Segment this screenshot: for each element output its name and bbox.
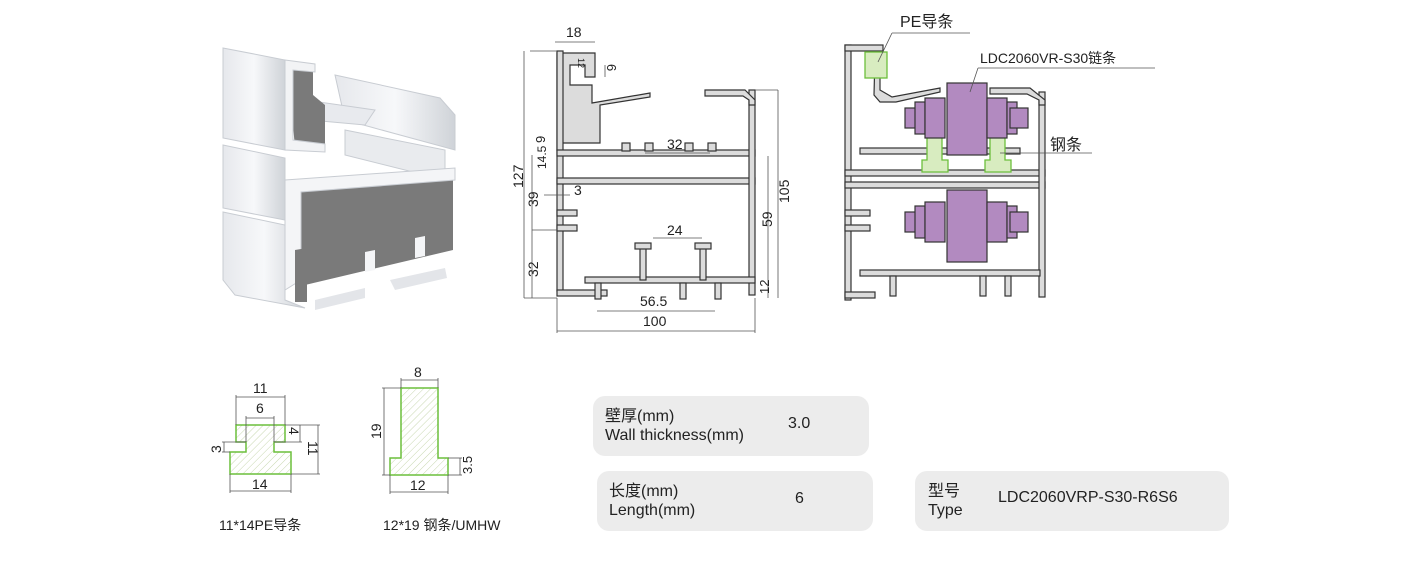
callout-pe-guide: PE导条 [900,13,953,31]
dimension-drawing: 18 12 6 9 14.5 127 39 3 32 32 24 105 59 … [510,24,792,333]
dim-inner-height: 59 [759,211,775,227]
length-value: 6 [795,490,804,507]
dim-overall-height: 127 [510,164,526,188]
dim-top-gap: 9 [533,136,548,143]
pe-dim-height: 11 [305,441,321,456]
dim-wall: 3 [574,182,582,198]
type-label-en: Type [928,502,963,519]
pe-dim-right-step: 4 [286,427,302,435]
steel-dim-top: 8 [414,364,422,380]
type-card: 型号 Type LDC2060VRP-S30-R6S6 [915,471,1229,531]
type-label-cn: 型号 [928,483,961,500]
dim-foot-spacing: 56.5 [640,293,667,309]
dim-foot-height: 12 [757,280,772,294]
dim-top-width: 18 [566,24,582,40]
steel-dim-height: 19 [368,423,384,439]
steel-dim-foot: 3.5 [460,456,475,474]
length-label-cn: 长度(mm) [609,483,679,500]
callout-chain: LDC2060VR-S30链条 [980,50,1116,66]
pe-guide-detail: 11 6 3 4 11 14 [208,380,321,493]
pe-dim-left-step: 3 [208,445,224,453]
dim-right-height: 105 [776,179,792,203]
assembly-drawing: PE导条 LDC2060VR-S30链条 钢条 [844,13,1155,301]
dim-lower-slot-spacing: 24 [667,222,683,238]
wall-thickness-label-en: Wall thickness(mm) [605,427,744,444]
length-label-en: Length(mm) [609,502,696,519]
dim-mid-height: 39 [525,191,541,207]
steel-dim-bottom: 12 [410,477,426,493]
pe-dim-top: 11 [253,380,268,396]
pe-dim-neck: 6 [256,400,264,416]
dim-slot-depth: 6 [604,64,619,71]
wall-thickness-card: 壁厚(mm) Wall thickness(mm) 3.0 [593,396,869,456]
pe-guide-caption: 11*14PE导条 [219,517,302,533]
steel-strip-detail: 8 19 3.5 12 [368,364,475,494]
steel-strip-caption: 12*19 钢条/UMHW [383,517,501,533]
dim-lower-height: 32 [525,261,541,277]
dim-overall-width: 100 [643,313,667,329]
callout-steel-strip: 钢条 [1050,136,1082,154]
wall-thickness-label-cn: 壁厚(mm) [605,408,675,425]
wall-thickness-value: 3.0 [788,415,811,432]
dim-slot-height: 14.5 [535,145,549,169]
dim-slot-inner: 12 [576,58,586,68]
pe-dim-bottom: 14 [252,476,268,492]
length-card: 长度(mm) Length(mm) 6 [597,471,873,531]
profile-3d-render [222,47,456,310]
dim-upper-slot-spacing: 32 [667,136,683,152]
type-value: LDC2060VRP-S30-R6S6 [998,489,1178,506]
